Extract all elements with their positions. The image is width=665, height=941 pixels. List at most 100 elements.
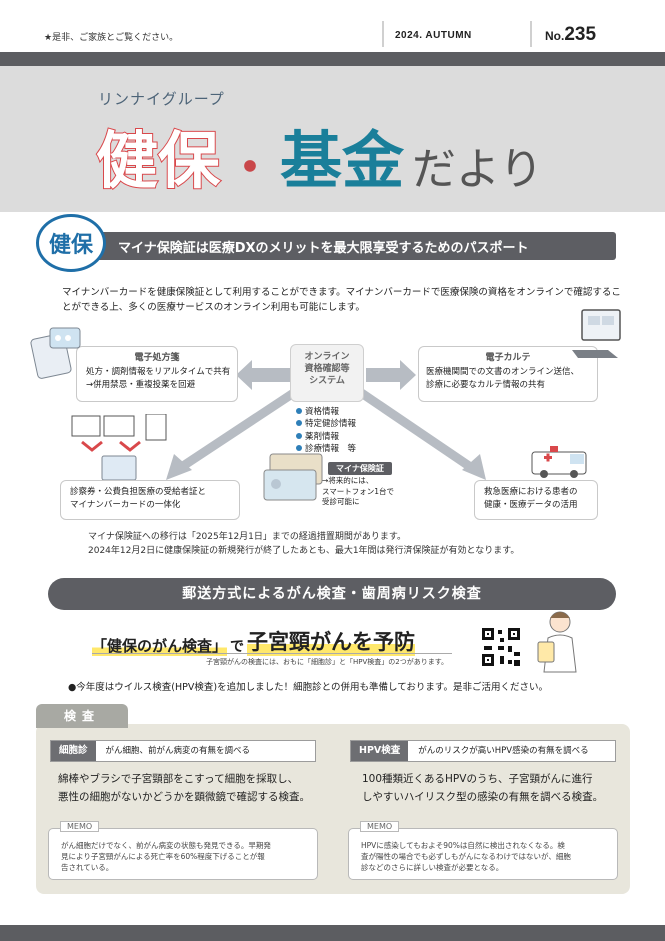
notice-line-1: マイナ保険証への移行は「2025年12月1日」までの経過措置期間があります。 — [88, 532, 407, 542]
headline-part-1: 「健保のがん検査」 — [92, 635, 228, 656]
arrow-left — [236, 360, 290, 390]
info-item: 診療情報 等 — [296, 443, 356, 455]
myna-note-line: 受診可能に — [322, 497, 360, 506]
karte-card — [418, 346, 598, 402]
arrowhead-right — [462, 454, 486, 480]
hpv-line-2: しやすいハイリスク型の感染の有無を調べる検査。 — [362, 791, 604, 804]
karte-line-2: 診療に必要なカルテ情報の共有 — [426, 379, 546, 390]
title-kenpo: 健保 — [95, 124, 221, 197]
arrowhead-left — [166, 454, 192, 480]
emergency-card — [474, 480, 598, 520]
headline-rule — [92, 653, 452, 654]
title-kikin: 基金 — [280, 124, 405, 197]
issue-prefix: No. — [545, 29, 565, 43]
prescription-line-1: 処方・調剤情報をリアルタイムで共有 — [86, 367, 231, 377]
cytology-line-1: 綿棒やブラシで子宮頸部をこすって細胞を採取し、 — [58, 773, 299, 785]
medicine-illustration — [30, 327, 81, 379]
memo-line: HPVに感染してもおよそ90%は自然に検出されなくなる。検 — [361, 841, 565, 850]
info-item: 資格情報 — [296, 406, 356, 418]
info-item: 特定健診情報 — [296, 418, 356, 430]
hpv-memo: HPVに感染してもおよそ90%は自然に検出されなくなる。検 査が陽性の場合でも必… — [348, 828, 618, 880]
kenpo-headline: マイナ保険証は医療DXのメリットを最大限享受するためのパスポート — [118, 241, 529, 256]
divider — [530, 21, 532, 47]
public-text: 診察券・公費負担医療の受給者証と マイナンバーカードの一体化 — [70, 486, 206, 512]
center-line-2: 資格確認等 — [304, 364, 350, 375]
public-line-2: マイナンバーカードの一体化 — [70, 499, 181, 510]
issue-value: 235 — [564, 24, 597, 45]
hpv-header: HPV検査 がんのリスクが高いHPV感染の有無を調べる — [350, 740, 616, 762]
karte-title: 電子カルテ — [485, 353, 531, 363]
cytology-label: 細胞診 — [51, 741, 96, 761]
prescription-text: 処方・調剤情報をリアルタイムで共有 →併用禁忌・重複投薬を回避 — [86, 366, 230, 392]
documents-illustration — [71, 414, 167, 481]
cytology-text: 綿棒やブラシで子宮頸部をこすって細胞を採取し、 悪性の細胞がないかどうかを顕微鏡… — [58, 770, 310, 807]
info-list: 資格情報 特定健診情報 薬剤情報 診療情報 等 — [296, 406, 356, 455]
this-year-note: ●今年度はウイルス検査(HPV検査)を追加しました！細胞診との併用も準備しており… — [68, 682, 548, 693]
prescription-card — [76, 346, 238, 402]
exam-tab: 検査 — [36, 704, 128, 728]
memo-line: 見により子宮頸がんによる死亡率を60%程度下げることが報 — [61, 851, 265, 861]
center-line-1: オンライン — [304, 352, 350, 362]
mail-banner: 郵送方式によるがん検査・歯周病リスク検査 — [48, 578, 616, 610]
cytology-memo-tag: MEMO — [60, 821, 100, 832]
prescription-line-2: →併用禁忌・重複投薬を回避 — [86, 379, 196, 390]
hpv-memo-tag: MEMO — [360, 821, 400, 832]
cytology-memo: がん細胞だけでなく、前がん病変の状態も発見できる。早期発 見により子宮頸がんによ… — [48, 828, 318, 880]
memo-line: 診などのさらに詳しい検査が必要となる。 — [361, 862, 504, 872]
cytology-header: 細胞診 がん細胞、前がん病変の有無を調べる — [50, 740, 316, 762]
cancer-headline: 「健保のがん検査」 で 子宮頸がんを予防 — [92, 626, 416, 656]
group-name: リンナイグループ — [98, 90, 225, 108]
title-area — [0, 66, 665, 212]
emergency-line-2: 健康・医療データの活用 — [484, 499, 578, 510]
myna-card-illustration — [263, 453, 323, 501]
top-strip — [0, 0, 665, 52]
hpv-label: HPV検査 — [351, 741, 409, 761]
cytology-desc: がん細胞、前がん病変の有無を調べる — [105, 746, 251, 756]
intro-text: マイナンバーカードを健康保険証として利用することができます。マイナンバーカードで… — [62, 287, 621, 313]
info-item: 薬剤情報 — [296, 431, 356, 443]
prescription-title: 電子処方箋 — [134, 353, 180, 363]
karte-line-1: 医療機関間での文書のオンライン送信、 — [426, 367, 580, 377]
myna-note-line: スマートフォン1台で — [322, 486, 395, 496]
newsletter-title: 健保 ・ 基金 だより — [95, 108, 544, 197]
header-band — [0, 52, 665, 66]
emergency-text: 救急医療における患者の 健康・医療データの活用 — [484, 486, 578, 512]
memo-line: がん細胞だけでなく、前がん病変の状態も発見できる。早期発 — [61, 841, 271, 850]
monitor-icon — [572, 309, 621, 358]
family-note: ★是非、ご家族とご覧ください。 — [44, 33, 179, 43]
hpv-desc: がんのリスクが高いHPV感染の有無を調べる — [418, 746, 589, 756]
hpv-text: 100種類近くあるHPVのうち、子宮頸がんに進行 しやすいハイリスク型の感染の有… — [362, 770, 603, 807]
title-dayori: だより — [412, 144, 544, 195]
diagram-arrows — [166, 360, 486, 480]
hpv-line-1: 100種類近くあるHPVのうち、子宮頸がんに進行 — [362, 773, 593, 785]
transition-notice: マイナ保険証への移行は「2025年12月1日」までの経過措置期間があります。 2… — [88, 530, 519, 559]
myna-note: →将来的には、 スマートフォン1台で 受診可能に — [322, 476, 394, 508]
season-label: 2024. AUTUMN — [395, 30, 472, 41]
arrow-down-left — [175, 387, 300, 473]
footer-band — [0, 925, 665, 941]
memo-line: 告されている。 — [61, 862, 114, 872]
cytology-line-2: 悪性の細胞がないかどうかを顕微鏡で確認する検査。 — [58, 791, 310, 804]
online-system-box: オンライン 資格確認等 システム — [290, 344, 364, 402]
center-line-3: システム — [309, 376, 345, 387]
issue-number: No.235 — [545, 24, 596, 46]
cancer-subtext: 子宮頸がんの検査には、おもに「細胞診」と「HPV検査」の2つがあります。 — [206, 658, 449, 666]
nurse-illustration — [537, 611, 577, 673]
ambulance-icon — [531, 446, 587, 478]
kenpo-badge: 健保 — [36, 214, 106, 272]
karte-text: 医療機関間での文書のオンライン送信、 診療に必要なカルテ情報の共有 — [426, 366, 579, 392]
headline-part-2: で — [230, 639, 245, 655]
arrow-down-right — [355, 387, 477, 473]
divider — [382, 21, 384, 47]
qr-code[interactable] — [480, 626, 522, 668]
headline-part-3: 子宮頸がんを予防 — [247, 626, 416, 656]
public-line-1: 診察券・公費負担医療の受給者証と — [70, 487, 207, 497]
myna-note-line: →将来的には、 — [322, 476, 374, 485]
title-dot: ・ — [226, 140, 275, 196]
arrow-right — [366, 360, 416, 390]
emergency-line-1: 救急医療における患者の — [484, 487, 578, 497]
public-card — [60, 480, 240, 520]
notice-line-2: 2024年12月2日に健康保険証の新規発行が終了したあとも、最大1年間は発行済保… — [88, 546, 520, 557]
kenpo-badge-label: 健保 — [48, 233, 93, 258]
myna-label: マイナ保険証 — [328, 462, 392, 475]
